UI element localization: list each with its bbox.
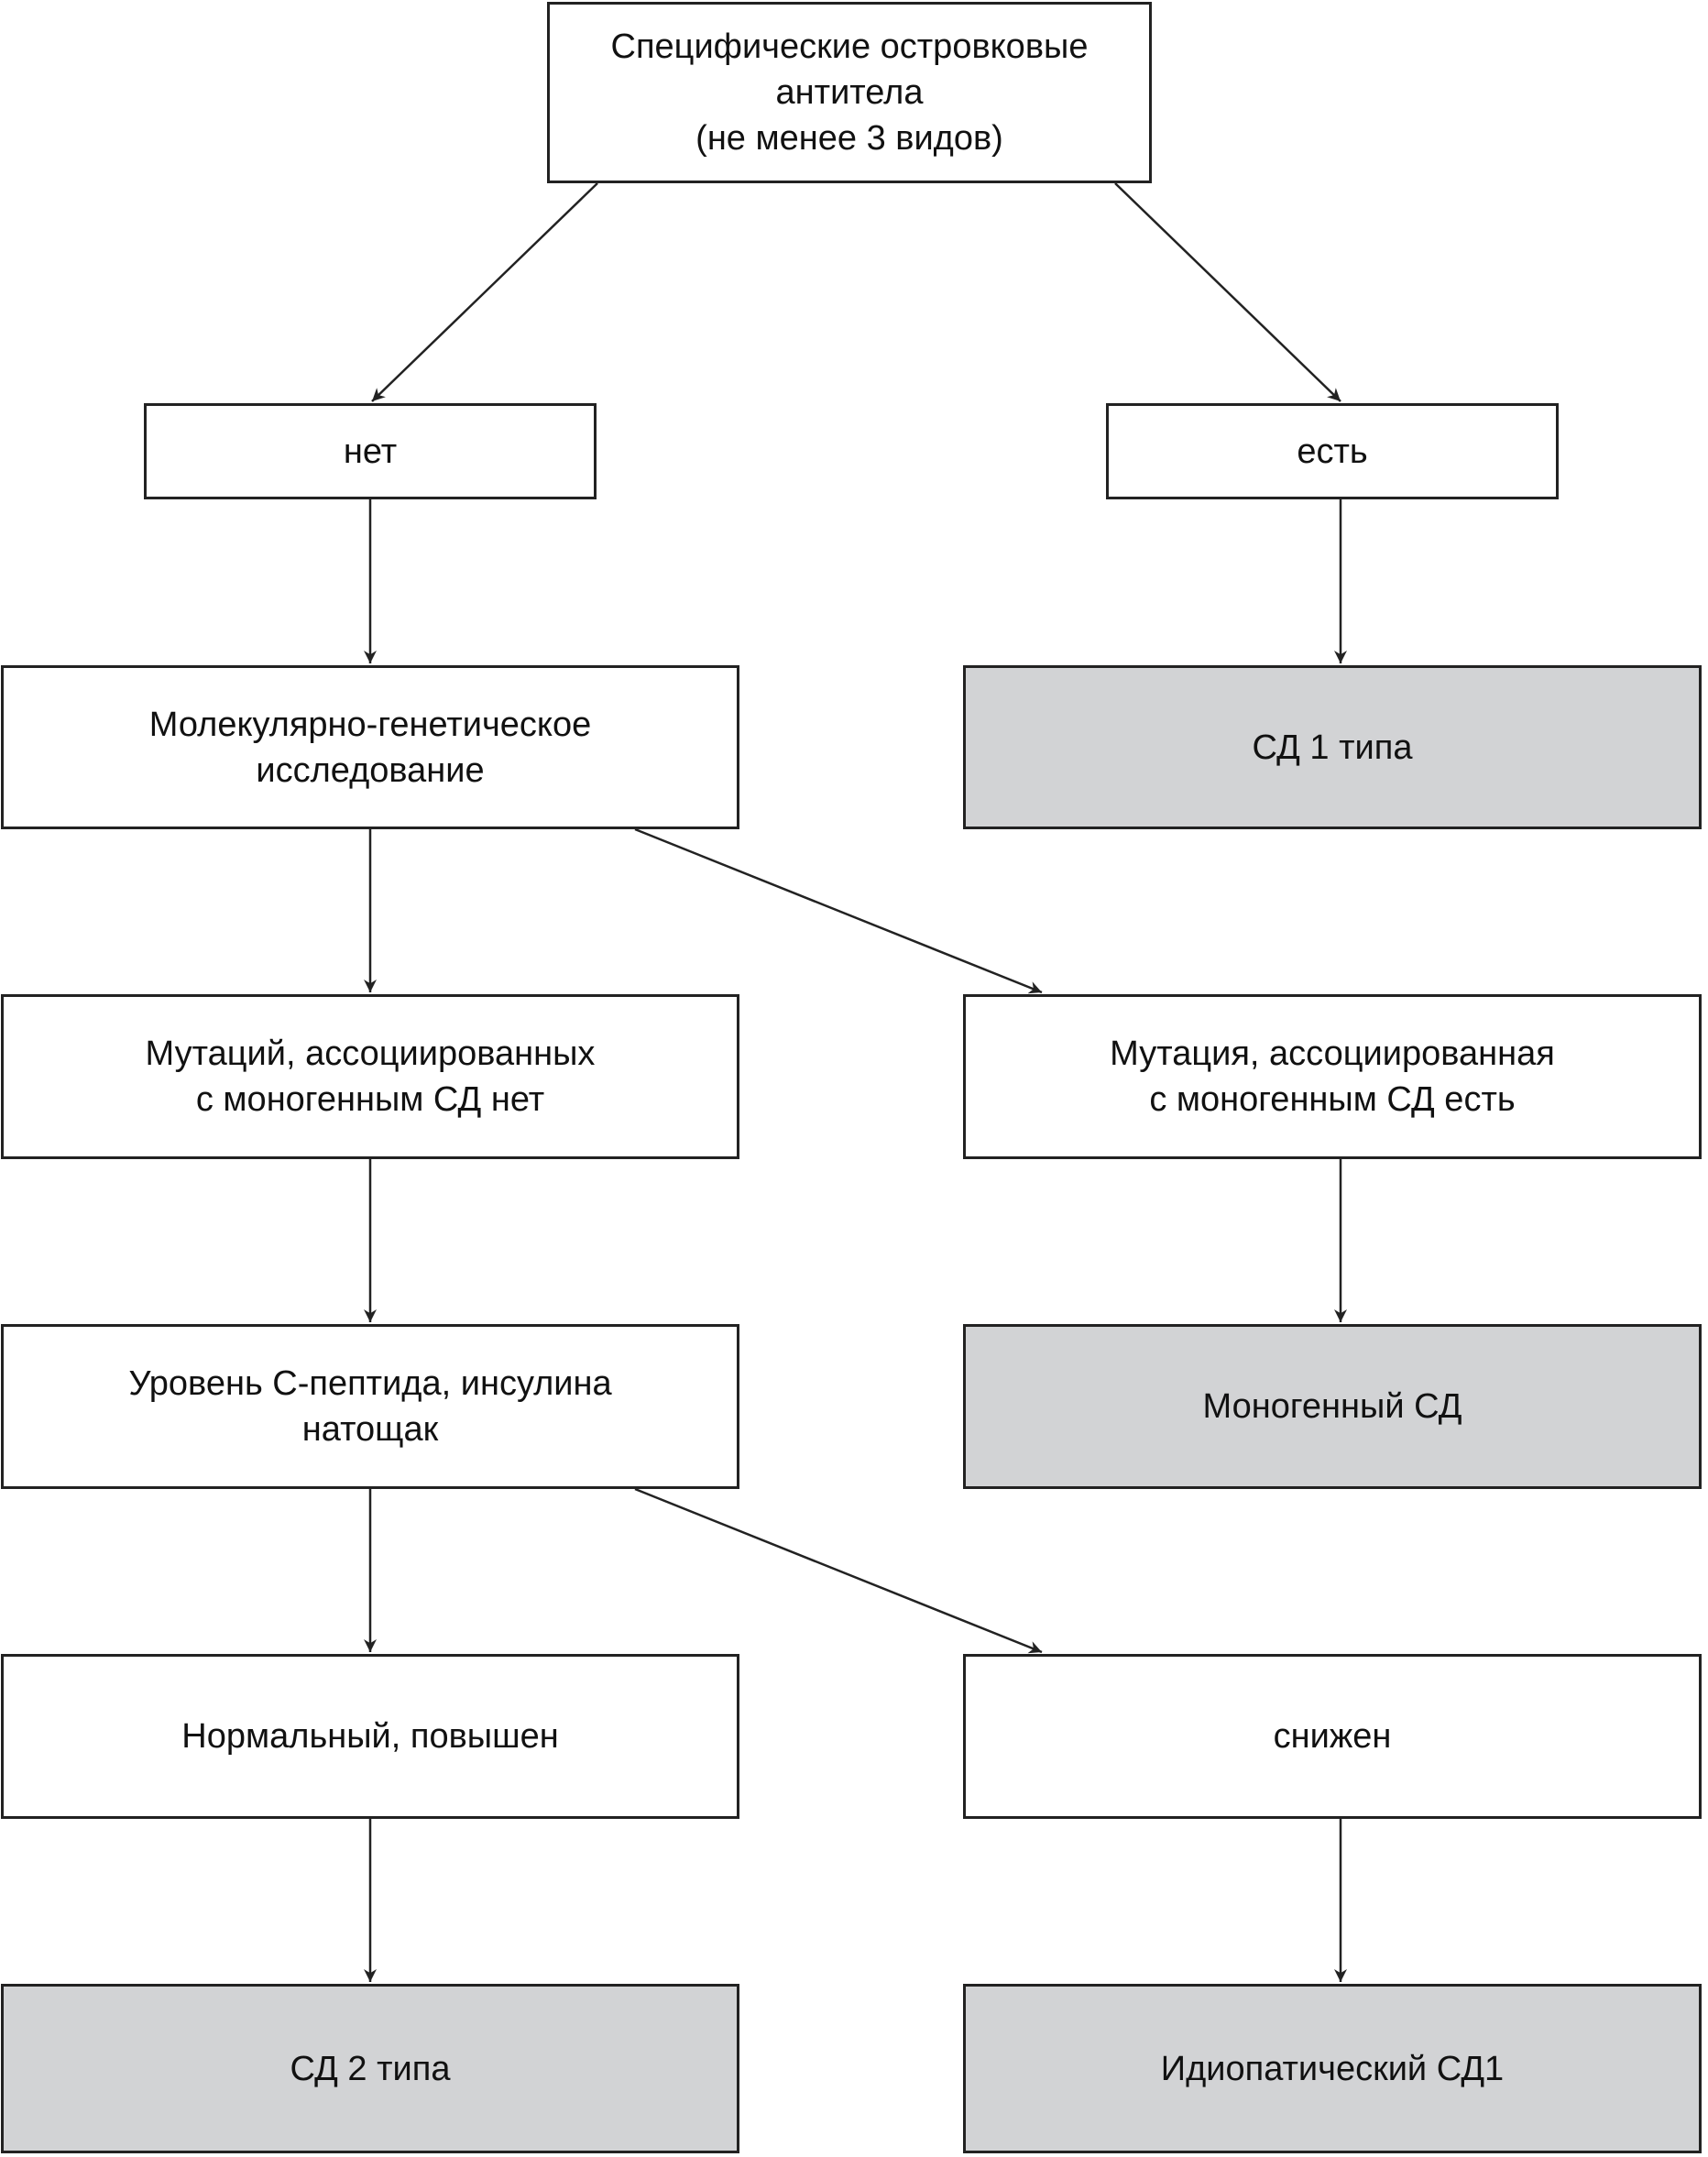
- node-no: нет: [144, 403, 597, 499]
- node-normal-high: Нормальный, повышен: [1, 1654, 739, 1819]
- node-monogenic: Моногенный СД: [963, 1324, 1702, 1489]
- node-idiopathic: Идиопатический СД1: [963, 1984, 1702, 2153]
- arrow-molecular-to-mutation: [634, 827, 1043, 994]
- node-cpeptide: Уровень С-пептида, инсулина натощак: [1, 1324, 739, 1489]
- arrow-cpeptide-to-low: [634, 1487, 1043, 1654]
- node-t1d: СД 1 типа: [963, 665, 1702, 829]
- node-molecular: Молекулярно-генетическое исследование: [1, 665, 739, 829]
- node-yes: есть: [1106, 403, 1559, 499]
- arrow-root-to-yes: [1114, 182, 1341, 402]
- node-mutation: Мутация, ассоциированная с моногенным СД…: [963, 994, 1702, 1159]
- node-no-mutation: Мутаций, ассоциированных с моногенным СД…: [1, 994, 739, 1159]
- node-root: Специфические островковые антитела (не м…: [547, 2, 1152, 183]
- node-t2d: СД 2 типа: [1, 1984, 739, 2153]
- node-low: снижен: [963, 1654, 1702, 1819]
- arrow-root-to-no: [371, 182, 598, 402]
